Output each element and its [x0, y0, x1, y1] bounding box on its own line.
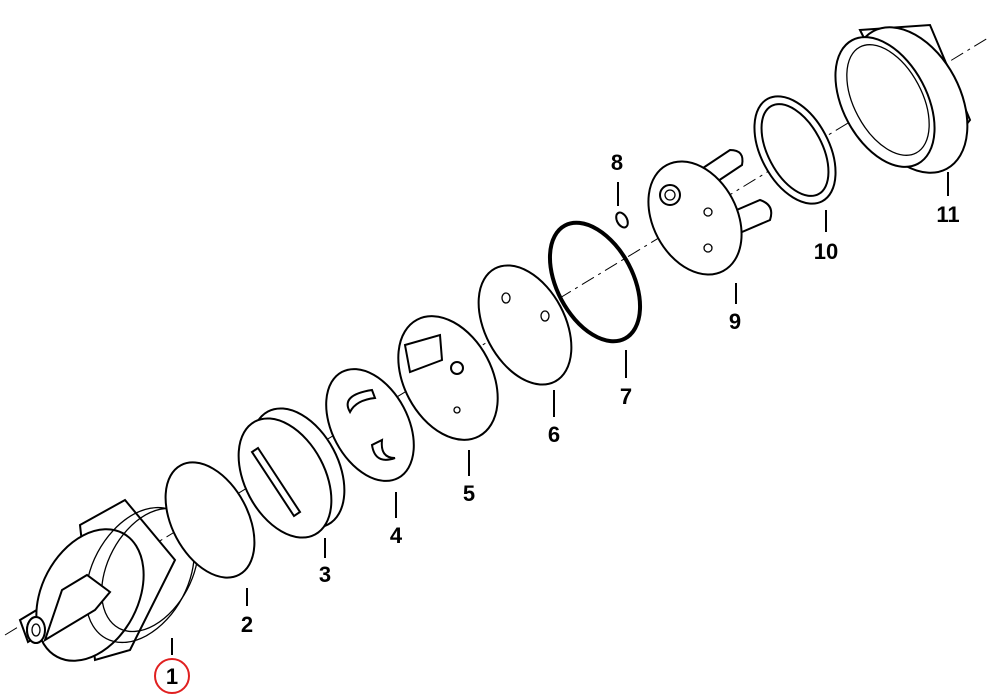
callout-4[interactable]: 4 [390, 523, 403, 548]
part-2-gasket[interactable] [147, 447, 272, 592]
callout-11[interactable]: 11 [936, 202, 959, 227]
callout-3[interactable]: 3 [319, 562, 331, 587]
selected-callout-ring [154, 658, 190, 694]
callout-1[interactable]: 1 [166, 664, 178, 689]
callout-8[interactable]: 8 [611, 150, 623, 175]
leader-lines [171, 172, 949, 655]
part-9-cover-with-pins[interactable] [630, 145, 773, 290]
part-4-valve-plate[interactable] [308, 354, 431, 496]
part-5-valve-body[interactable] [378, 299, 518, 457]
part-7-o-ring[interactable] [531, 208, 658, 357]
part-1-base-fitting[interactable] [15, 489, 218, 679]
part-11-knurled-cap[interactable] [815, 8, 990, 193]
callout-6[interactable]: 6 [548, 422, 560, 447]
part-6-disc[interactable] [460, 250, 591, 401]
part-8-small-ring[interactable] [614, 211, 630, 230]
part-10-seal-ring[interactable] [738, 83, 852, 217]
part-3-slotted-disc[interactable] [220, 393, 364, 554]
callout-5[interactable]: 5 [463, 481, 475, 506]
callout-2[interactable]: 2 [241, 612, 253, 637]
callout-7[interactable]: 7 [620, 384, 632, 409]
callout-9[interactable]: 9 [729, 309, 741, 334]
callout-10[interactable]: 10 [814, 239, 838, 264]
